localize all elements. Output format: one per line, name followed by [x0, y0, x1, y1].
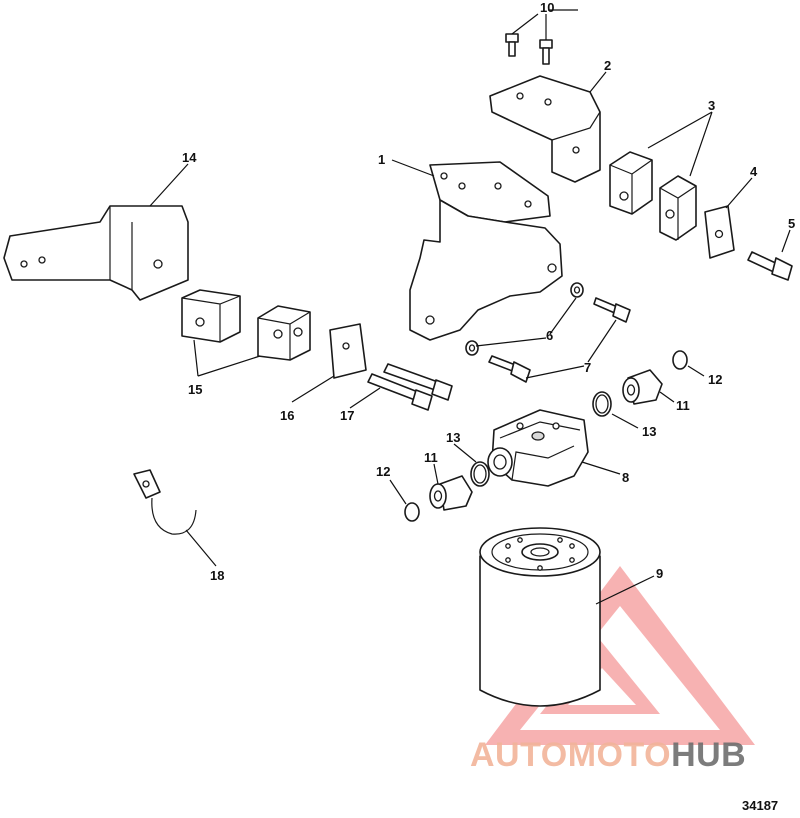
part-14-bracket	[3, 205, 189, 301]
callout-12a: 12	[708, 372, 722, 387]
callout-4: 4	[750, 164, 758, 179]
svg-text:AUTOMOTOHUB: AUTOMOTOHUB	[470, 736, 746, 774]
part-2-bracket	[489, 75, 601, 183]
part-12-orings	[404, 350, 688, 522]
callout-15: 15	[188, 382, 202, 397]
callout-11b: 11	[424, 450, 438, 465]
callout-1: 1	[378, 152, 385, 167]
callout-5: 5	[788, 216, 795, 231]
part-3-isolators	[609, 151, 697, 241]
part-4-plate	[704, 205, 735, 259]
leader-lines	[149, 9, 791, 605]
part-6-washers	[465, 282, 584, 356]
callout-12b: 12	[376, 464, 390, 479]
callout-18: 18	[210, 568, 224, 583]
part-10-bolts	[505, 33, 553, 65]
watermark-wordmark: AUTOMOTOHUB	[470, 736, 746, 774]
document-number: 34187	[742, 798, 778, 813]
part-7-bolts	[488, 297, 631, 383]
part-5-bolt	[747, 251, 793, 281]
watermark-part1: AUTOMOTO	[470, 736, 671, 774]
callout-labels: 1 2 3 4 5 6 7 8 9 10 11 11 12 12 13 13 1…	[182, 0, 795, 583]
part-16-plate	[329, 323, 367, 379]
callout-6: 6	[546, 328, 553, 343]
part-8-filter-head	[487, 409, 589, 487]
part-9-filter	[479, 527, 601, 707]
part-1-bracket	[409, 161, 563, 341]
callout-11a: 11	[676, 398, 690, 413]
callout-10: 10	[540, 0, 554, 15]
part-18-clamp	[133, 469, 197, 535]
callout-2: 2	[604, 58, 611, 73]
part-15-isolators	[181, 289, 311, 361]
watermark-part2: HUB	[671, 736, 746, 774]
part-11-fittings	[429, 369, 663, 511]
callout-13b: 13	[446, 430, 460, 445]
callout-3: 3	[708, 98, 715, 113]
callout-7: 7	[584, 360, 591, 375]
callout-13a: 13	[642, 424, 656, 439]
part-13-seals	[470, 391, 612, 487]
callout-17: 17	[340, 408, 354, 423]
callout-16: 16	[280, 408, 294, 423]
callout-9: 9	[656, 566, 663, 581]
callout-14: 14	[182, 150, 197, 165]
part-17-bolts	[367, 363, 453, 411]
callout-8: 8	[622, 470, 629, 485]
